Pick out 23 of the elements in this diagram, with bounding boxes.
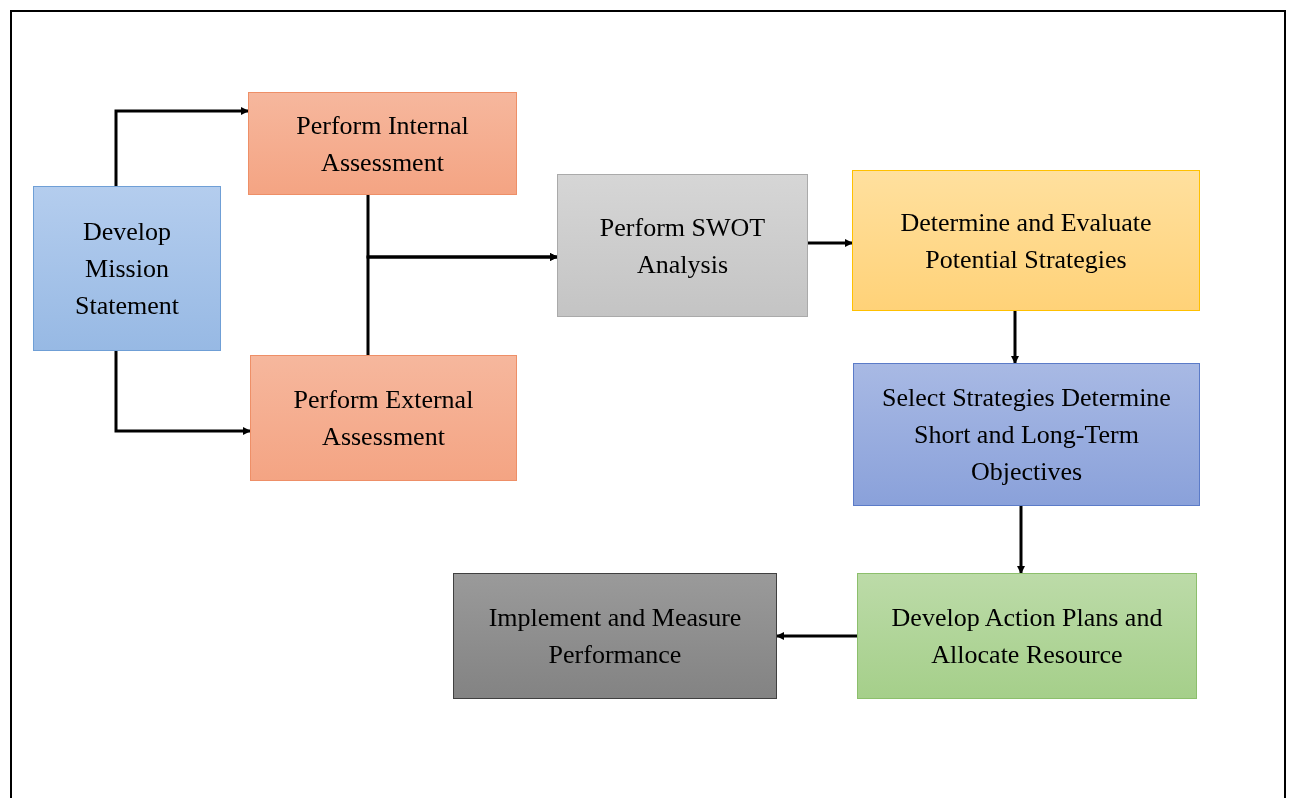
arrow xyxy=(1011,311,1019,364)
box-label: Select Strategies Determine Short and Long-Term Objectives xyxy=(881,382,1172,488)
process-box xyxy=(852,170,1200,311)
box-label: Determine and Evaluate Potential Strategies xyxy=(899,206,1153,276)
arrow xyxy=(1017,506,1025,574)
process-box xyxy=(250,355,517,481)
arrow xyxy=(114,351,251,435)
box-label: Perform SWOT Analysis xyxy=(598,211,767,281)
process-box xyxy=(557,174,808,317)
arrow xyxy=(366,253,558,355)
box-label: Develop Action Plans and Allocate Resource xyxy=(890,602,1164,671)
box-label: Implement and Measure Performance xyxy=(487,602,743,671)
box-label: Perform External Assessment xyxy=(292,384,475,453)
box-label: Develop Mission Statement xyxy=(74,216,180,322)
arrow xyxy=(114,107,249,186)
process-box xyxy=(853,363,1200,506)
process-box xyxy=(453,573,777,699)
arrow xyxy=(776,632,857,640)
process-box xyxy=(857,573,1197,699)
process-box xyxy=(33,186,221,351)
process-box xyxy=(248,92,517,195)
box-label: Perform Internal Assessment xyxy=(295,109,470,179)
arrow xyxy=(808,239,853,247)
